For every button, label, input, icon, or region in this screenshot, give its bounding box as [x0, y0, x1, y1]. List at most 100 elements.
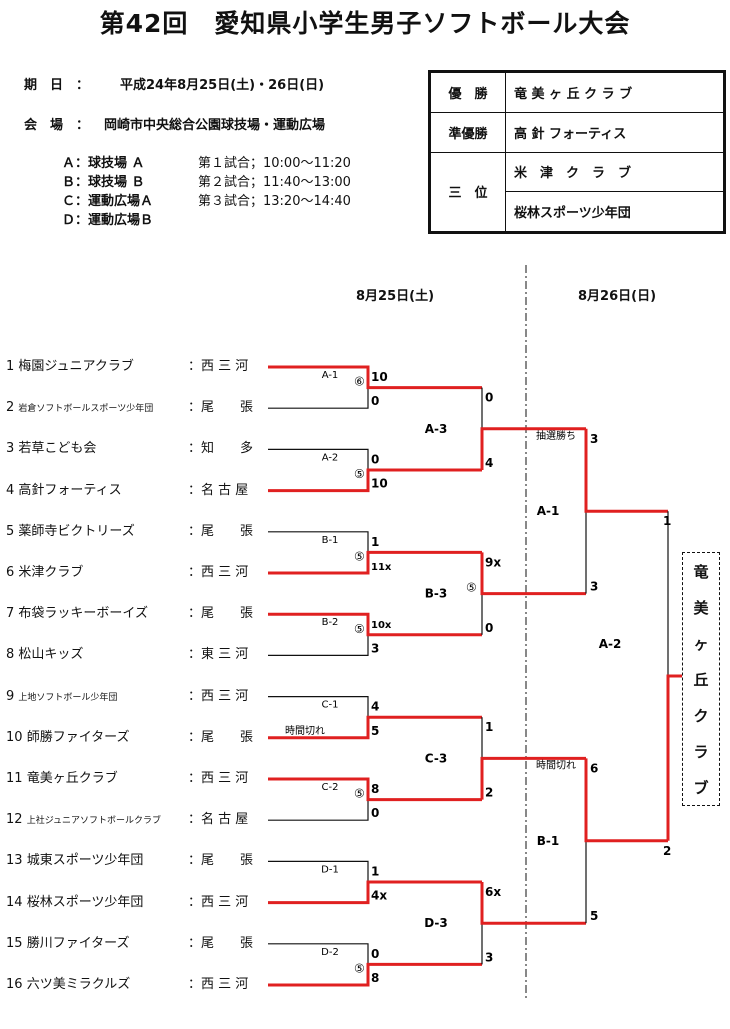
team-number: 12: [6, 812, 23, 828]
page-title: 第42回 愛知県小学生男子ソフトボール大会: [99, 9, 631, 38]
match-code-r1: C-2: [322, 782, 339, 793]
bracket-line-r1-win: [268, 777, 482, 802]
team-region-1: ：西 三 河: [188, 359, 249, 374]
team-number: 5: [6, 523, 15, 539]
match-code-r2: B-3: [425, 587, 447, 601]
team-region-7: ：尾 張: [188, 606, 254, 622]
team-entry-9: 9 上地ソフトボール少年団: [6, 688, 117, 706]
champion-char: ク: [693, 706, 709, 725]
bracket-line-final-win: [666, 674, 682, 841]
score-r1-top: 4: [371, 700, 379, 714]
runnerup-name: 高 針 フォーティス: [505, 111, 724, 153]
winner-name: 竜 美 ヶ 丘 ク ラ ブ: [505, 72, 724, 113]
team-name: 岩倉ソフトボールスポーツ少年団: [18, 404, 154, 415]
match-code-r3: B-1: [537, 834, 559, 848]
score-r1-bottom: 8: [371, 971, 379, 985]
score-r2-top: 1: [485, 720, 493, 734]
match-code-r2: D-3: [424, 916, 448, 930]
team-region-9: ：西 三 河: [188, 688, 249, 704]
team-name: 師勝ファイターズ: [26, 729, 130, 745]
team-region-2: ：尾 張: [188, 400, 254, 416]
game-1-time: 第１試合；10:00〜11:20: [198, 156, 351, 171]
team-name: 勝川ファイターズ: [26, 935, 130, 951]
team-entry-12: 12 上社ジュニアソフトボールクラブ: [6, 811, 161, 829]
team-entry-8: 8 松山キッズ: [6, 646, 83, 664]
team-number: 16: [6, 977, 23, 992]
score-r3-bottom: 3: [590, 580, 598, 594]
team-region-3: ：知 多: [188, 441, 254, 457]
score-r2-bottom: 0: [485, 621, 493, 635]
champion-char: 丘: [693, 670, 709, 689]
field-c: Ｃ：運動広場Ａ: [62, 194, 154, 209]
field-a: Ａ：球技場 Ａ: [62, 156, 145, 171]
bracket-line-r1-lose: [268, 387, 369, 409]
score-final-bottom: 2: [663, 844, 671, 858]
team-entry-6: 6 米津クラブ: [6, 564, 83, 582]
bracket-line-r1-win: [268, 550, 482, 575]
team-entry-2: 2 岩倉ソフトボールスポーツ少年団: [6, 399, 153, 417]
team-name: 桜林スポーツ少年団: [26, 894, 144, 910]
match-code-r1: D-1: [321, 864, 339, 875]
bracket-line-r1-lose: [268, 695, 369, 718]
team-name: 布袋ラッキーボーイズ: [18, 606, 149, 622]
runnerup-label: 準優勝: [430, 111, 506, 153]
team-region-16: ：西 三 河: [188, 977, 249, 992]
team-region-6: ：西 三 河: [188, 565, 249, 580]
match-note: 時間切れ: [536, 759, 576, 771]
venue-value: 岡崎市中央総合公園球技場・運動広場: [104, 118, 326, 133]
team-name: 松山キッズ: [18, 647, 84, 663]
champion-char: ブ: [693, 778, 709, 797]
team-region-10: ：尾 張: [188, 729, 254, 745]
team-name: 米津クラブ: [18, 565, 84, 580]
team-number: 7: [6, 606, 15, 622]
team-number: 4: [6, 482, 15, 498]
score-r1-bottom: 5: [371, 724, 379, 738]
team-region-13: ：尾 張: [188, 853, 254, 869]
score-r1-bottom: 11x: [371, 562, 392, 573]
score-r1-bottom: 0: [371, 394, 379, 408]
team-number: 10: [6, 729, 23, 745]
bracket-line-r1-lose: [268, 943, 369, 965]
team-region-12: ：名 古 屋: [188, 812, 249, 828]
winner-label: 優 勝: [430, 72, 506, 113]
inning-mark: ⑤: [354, 787, 365, 801]
date-header-day2: 8月26日(日): [578, 289, 657, 304]
team-region-4: ：名 古 屋: [188, 482, 249, 498]
bracket-line-r1-lose: [268, 531, 369, 553]
score-r2-top: 6x: [485, 885, 501, 899]
bracket-line-r2-win: [480, 882, 586, 925]
field-d: Ｄ：運動広場Ｂ: [62, 213, 154, 228]
team-name: 薬師寺ビクトリーズ: [18, 523, 135, 539]
champion-box: 竜美ヶ丘クラブ: [682, 552, 720, 806]
champion-char: ヶ: [693, 634, 709, 653]
team-name: 高針フォーティス: [18, 482, 122, 498]
score-r2-top: 9x: [485, 555, 501, 569]
score-r3-top: 3: [590, 432, 598, 446]
match-code-r1: D-2: [321, 947, 339, 958]
bracket-line-r2-win: [480, 427, 586, 470]
match-code-r1: A-1: [322, 370, 339, 381]
venue-label: 会 場 ：: [24, 118, 90, 133]
bracket-line-r2-win: [480, 756, 586, 800]
score-r2-bottom: 4: [485, 456, 493, 470]
third-name-2: 桜林スポーツ少年団: [505, 191, 724, 232]
bracket-line-r1-lose: [268, 448, 369, 470]
score-r2-bottom: 3: [485, 950, 493, 964]
team-entry-16: 16 六ツ美ミラクルズ: [6, 976, 130, 994]
team-entry-4: 4 高針フォーティス: [6, 482, 122, 500]
score-r1-top: 10x: [371, 620, 392, 631]
team-number: 11: [6, 771, 23, 786]
score-r1-bottom: 10: [371, 477, 388, 491]
bracket-line-r1-win: [268, 715, 482, 740]
bracket-line-r1-win: [268, 612, 482, 637]
team-name: 若草こども会: [18, 441, 97, 457]
team-name: 城東スポーツ少年団: [26, 853, 144, 869]
field-b: Ｂ：球技場 Ｂ: [62, 175, 145, 190]
game-3-time: 第３試合；13:20〜14:40: [198, 194, 351, 209]
score-r1-bottom: 0: [371, 806, 379, 820]
bracket-line-r1-win: [268, 468, 482, 493]
match-note: 抽選勝ち: [536, 429, 576, 442]
inning-mark: ⑤: [354, 622, 365, 636]
score-r3-top: 6: [590, 761, 598, 775]
